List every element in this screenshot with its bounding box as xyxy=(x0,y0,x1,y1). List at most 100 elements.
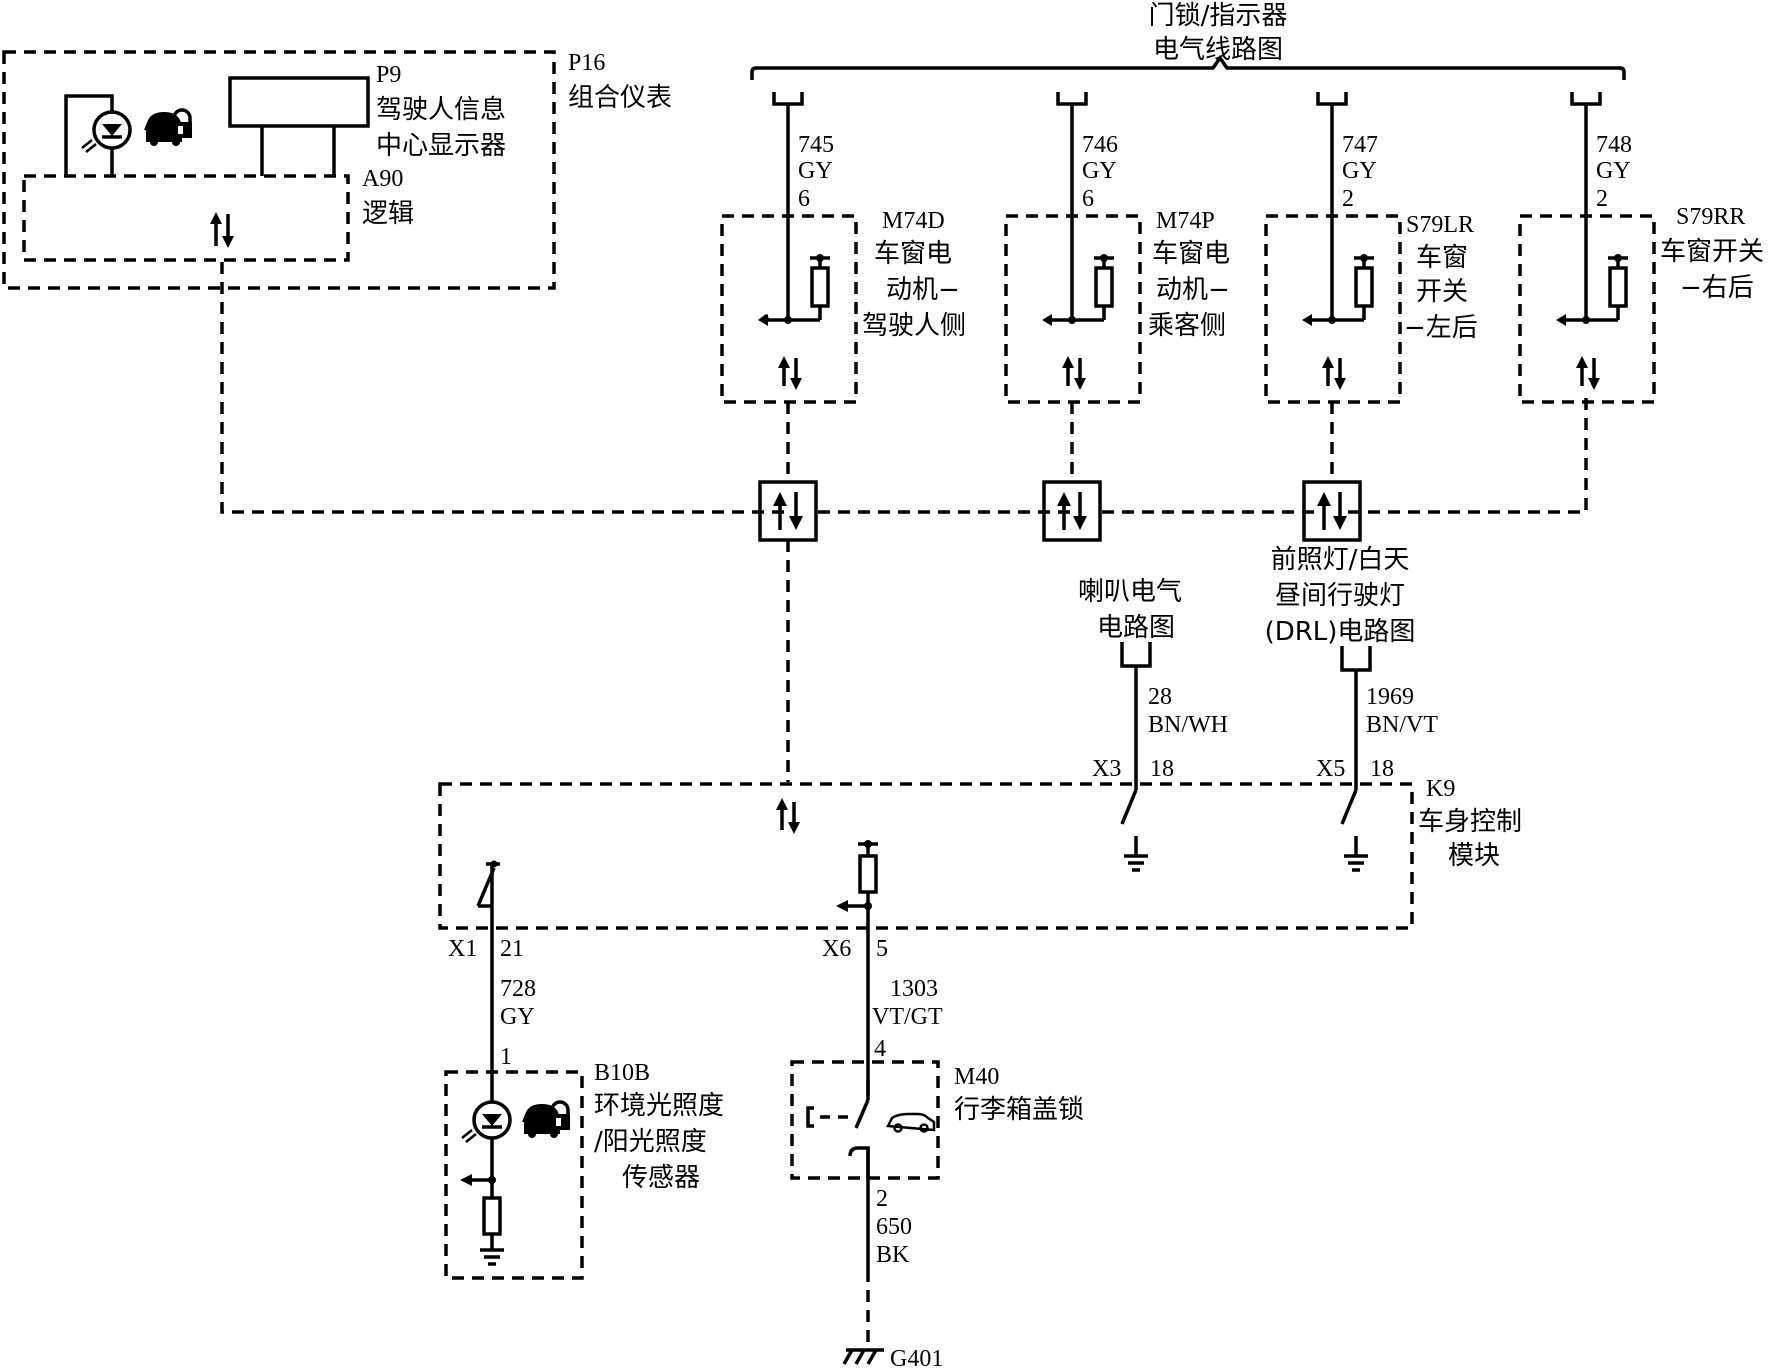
k9-horn-output-switch xyxy=(1120,760,1148,872)
a90-serial-data-icon xyxy=(210,212,234,248)
serial-splice-3 xyxy=(1302,480,1362,542)
b10b-name-line2: /阳光照度 xyxy=(594,1127,707,1157)
wire-1969-color: BN/VT xyxy=(1366,712,1438,738)
wire-745-color: GY xyxy=(798,158,833,184)
s79rr-name-line1: 车窗开关 xyxy=(1660,237,1764,267)
serial-splice-2 xyxy=(1042,480,1102,542)
wire-747-circuit: 747 xyxy=(1342,132,1378,158)
column-748 xyxy=(1570,92,1602,320)
k9-bcm-box xyxy=(438,782,1414,930)
drl-ref-line2: 昼间行驶灯 xyxy=(1275,581,1405,611)
wire-746-circuit: 746 xyxy=(1082,132,1118,158)
s79rr-name-line2: −右后 xyxy=(1680,273,1754,303)
wire-748-pin: 2 xyxy=(1596,186,1608,212)
serial-data-bus-left xyxy=(220,262,788,514)
serial-splice-1 xyxy=(758,480,818,542)
wire-1303-color: VT/GT xyxy=(872,1004,943,1030)
wire-1303-connector: X6 xyxy=(822,936,851,962)
k9-name-line1: 车身控制 xyxy=(1418,807,1522,837)
wire-28-connector: X3 xyxy=(1092,756,1121,782)
wire-746-pin: 6 xyxy=(1082,186,1094,212)
s79lr-input-circuit xyxy=(1302,254,1374,390)
p9-id: P9 xyxy=(376,62,401,88)
p16-id: P16 xyxy=(568,50,605,76)
s79lr-name-line1: 车窗 xyxy=(1416,243,1468,273)
p16-name: 组合仪表 xyxy=(568,83,672,113)
m74p-name-line2: 动机− xyxy=(1156,275,1230,305)
b10b-sensor-box xyxy=(444,1070,584,1280)
p9-display-block xyxy=(228,76,370,128)
m74p-name-line3: 乘客侧 xyxy=(1148,311,1226,341)
wire-1303-lock-pin: 4 xyxy=(874,1036,886,1062)
wire-650-pin: 2 xyxy=(876,1186,888,1212)
header-title-line1: 门锁/指示器 xyxy=(1149,1,1288,31)
k9-drl-output-switch xyxy=(1340,760,1368,872)
wire-1303-pin: 5 xyxy=(876,936,888,962)
drl-ref-line3: (DRL)电路图 xyxy=(1265,617,1416,647)
s79lr-id: S79LR xyxy=(1406,212,1474,238)
wire-28-circuit: 28 xyxy=(1148,684,1172,710)
k9-serial-data-icon xyxy=(776,798,800,834)
wire-728-circuit: 728 xyxy=(500,976,536,1002)
wire-748-circuit: 748 xyxy=(1596,132,1632,158)
a90-name: 逻辑 xyxy=(362,199,414,229)
wire-1969-circuit: 1969 xyxy=(1366,684,1414,710)
wire-1969-connector: X5 xyxy=(1316,756,1345,782)
g401-ground-icon xyxy=(842,1348,884,1365)
k9-name-line2: 模块 xyxy=(1448,841,1500,871)
wire-1969-pin: 18 xyxy=(1370,756,1394,782)
b10b-photodiode-icon xyxy=(460,1076,512,1266)
k9-trunk-output-circuit xyxy=(836,840,878,930)
m40-id: M40 xyxy=(954,1064,999,1090)
m74p-id: M74P xyxy=(1156,208,1215,234)
cluster-lock-icon xyxy=(144,108,192,146)
wire-746-color: GY xyxy=(1082,158,1117,184)
m40-trunk-lock-box xyxy=(790,1060,940,1180)
wire-650-color: BK xyxy=(876,1242,910,1268)
column-745 xyxy=(772,92,804,320)
m74d-name-line3: 驾驶人侧 xyxy=(862,311,966,341)
wire-747-pin: 2 xyxy=(1342,186,1354,212)
wire-728-sensor-pin: 1 xyxy=(500,1044,512,1070)
k9-id: K9 xyxy=(1426,776,1455,802)
k9-sensor-input-switch xyxy=(476,860,500,930)
p9-name-line2: 中心显示器 xyxy=(376,131,506,161)
p9-name-line1: 驾驶人信息 xyxy=(376,95,506,125)
m74p-input-circuit xyxy=(1042,254,1114,390)
m40-name: 行李箱盖锁 xyxy=(954,1095,1084,1125)
wire-745-circuit: 745 xyxy=(798,132,834,158)
wire-728-color: GY xyxy=(500,1004,535,1030)
header-bracket xyxy=(750,54,1626,80)
s79rr-input-circuit xyxy=(1556,254,1628,390)
m74d-name-line2: 动机− xyxy=(886,275,960,305)
header-title-line2: 电气线路图 xyxy=(1153,35,1283,65)
cluster-led-icon xyxy=(64,94,132,176)
m74p-name-line1: 车窗电 xyxy=(1152,239,1230,269)
column-746 xyxy=(1056,92,1088,320)
b10b-name-line3: 传感器 xyxy=(622,1163,700,1193)
s79lr-name-line2: 开关 xyxy=(1416,277,1468,307)
m74d-input-circuit xyxy=(758,254,830,390)
wire-728-pin: 21 xyxy=(500,936,524,962)
column-747 xyxy=(1316,92,1348,320)
b10b-lock-icon xyxy=(522,1100,570,1138)
wire-650-circuit: 650 xyxy=(876,1214,912,1240)
a90-id: A90 xyxy=(362,166,403,192)
horn-ref-connector xyxy=(1120,642,1152,668)
wire-28-pin: 18 xyxy=(1150,756,1174,782)
s79rr-id: S79RR xyxy=(1676,204,1745,230)
trunk-car-icon xyxy=(886,1112,936,1133)
s79lr-name-line3: −左后 xyxy=(1404,313,1478,343)
g401-label: G401 xyxy=(890,1346,943,1369)
wire-747-color: GY xyxy=(1342,158,1377,184)
wire-1303-circuit: 1303 xyxy=(890,976,938,1002)
p16-cluster-box xyxy=(2,50,556,290)
drl-ref-line1: 前照灯/白天 xyxy=(1271,545,1410,575)
wire-745-pin: 6 xyxy=(798,186,810,212)
horn-ref-line2: 电路图 xyxy=(1097,613,1175,643)
serial-data-bus-right xyxy=(1348,398,1588,514)
a90-logic-box xyxy=(22,174,350,262)
wire-28-color: BN/WH xyxy=(1148,712,1228,738)
